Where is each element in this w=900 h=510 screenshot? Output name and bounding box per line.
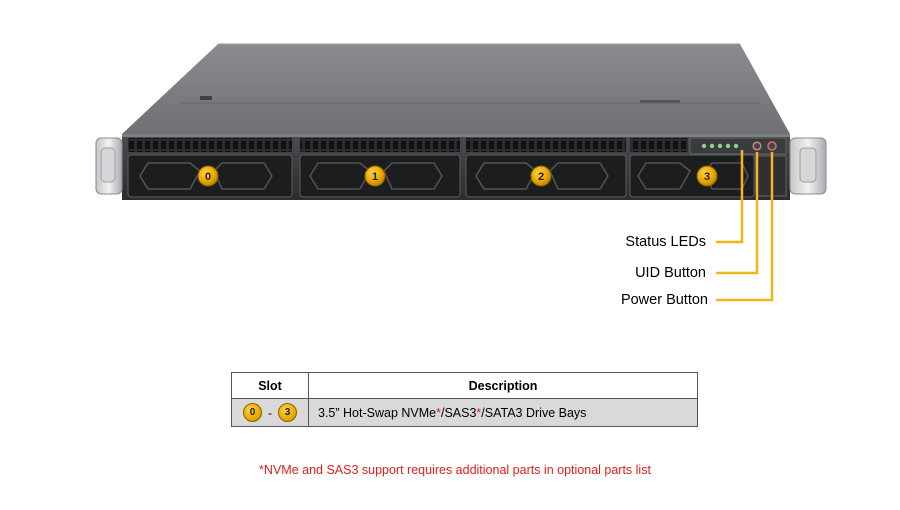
slot-badge-to: 3: [278, 403, 297, 422]
slot-separator: -: [268, 405, 272, 420]
svg-text:0: 0: [205, 171, 211, 183]
status-led-1: [701, 143, 707, 149]
callout-line-power-button: [716, 152, 774, 302]
table-row: 0 - 3 3.5” Hot-Swap NVMe*/SAS3*/SATA3 Dr…: [231, 398, 698, 427]
chassis-top: [122, 44, 790, 134]
bay-badge-2: 2: [530, 165, 552, 187]
slot-cell: 0 - 3: [231, 398, 309, 427]
drive-bay-3[interactable]: [629, 154, 755, 198]
status-led-4: [725, 143, 731, 149]
svg-text:3: 3: [704, 171, 710, 183]
left-rack-ear: [95, 137, 123, 195]
callout-line-status-leds: [716, 150, 744, 244]
desc-part1: 3.5” Hot-Swap NVMe: [318, 405, 437, 420]
status-led-5: [733, 143, 739, 149]
description-cell: 3.5” Hot-Swap NVMe*/SAS3*/SATA3 Drive Ba…: [308, 398, 698, 427]
desc-star1: *: [436, 405, 441, 420]
footnote: *NVMe and SAS3 support requires addition…: [259, 463, 651, 477]
power-button-label: Power Button: [620, 292, 708, 308]
svg-text:2: 2: [538, 171, 544, 183]
desc-part2: /SAS3: [440, 405, 477, 420]
table-header-row: Slot Description: [231, 372, 698, 399]
desc-star2: *: [476, 405, 482, 420]
drive-bay-table: Slot Description 0 - 3 3.5” Hot-Swap NVM…: [231, 372, 698, 427]
uid-button-shape[interactable]: [752, 141, 762, 151]
desc-part3: /SATA3 Drive Bays: [481, 405, 587, 420]
uid-button-label: UID Button: [635, 265, 706, 281]
description-header: Description: [308, 372, 698, 399]
slot-badge-from: 0: [243, 403, 262, 422]
right-rack-ear: [789, 137, 827, 195]
bay-badge-0: 0: [197, 165, 219, 187]
callout-line-uid-button: [716, 152, 759, 275]
svg-text:1: 1: [372, 171, 378, 183]
power-button-shape[interactable]: [767, 141, 777, 151]
bay-badge-1: 1: [364, 165, 386, 187]
slot-header: Slot: [231, 372, 309, 399]
bay-badge-3: 3: [696, 165, 718, 187]
status-leds-label: Status LEDs: [625, 234, 706, 250]
status-led-3: [717, 143, 723, 149]
status-led-2: [709, 143, 715, 149]
